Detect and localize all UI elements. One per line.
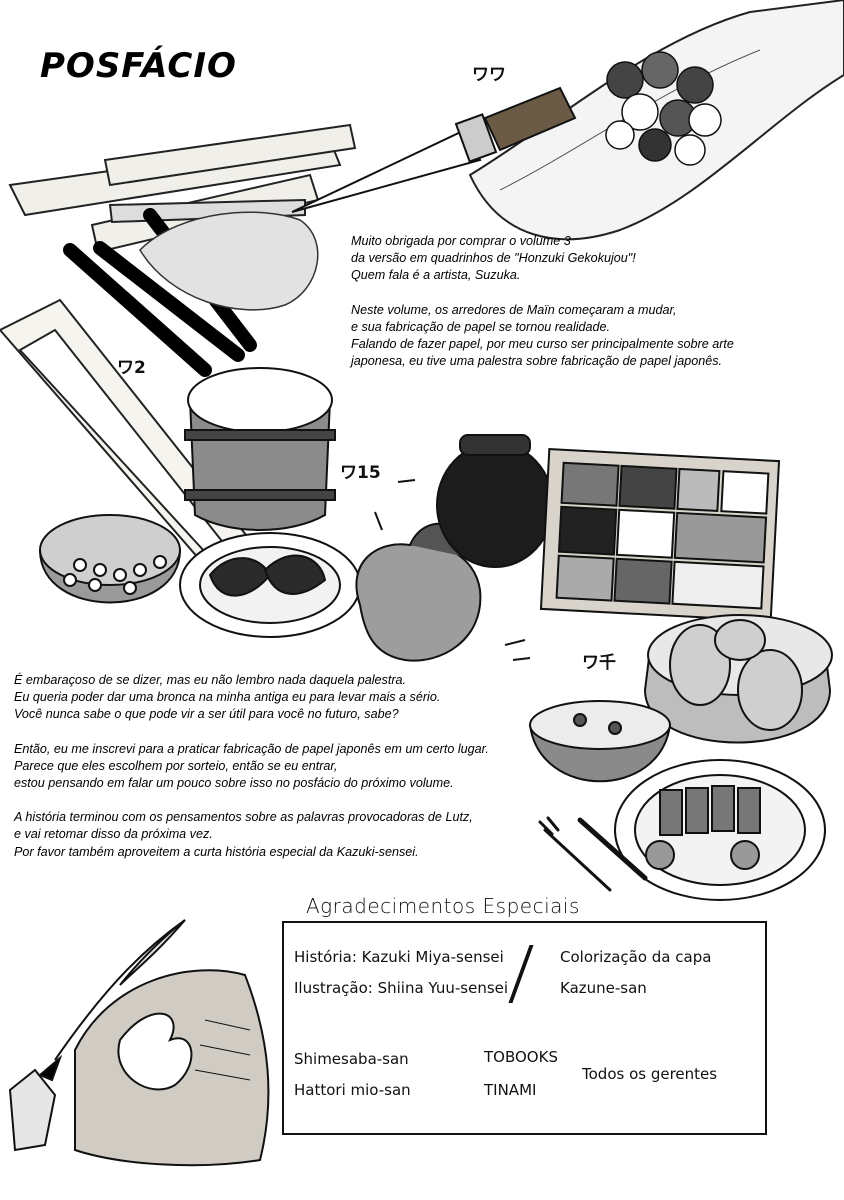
text-line: Então, eu me inscrevi para a praticar fa… [14,741,489,756]
dried-food-plate-illustration [179,532,361,638]
text-line: Você nunca sabe o que pode vir a ser úti… [14,707,399,722]
text-line: A história terminou com os pensamentos s… [14,810,473,825]
text-line: Parece que eles escolhem por sorteio, en… [14,758,338,773]
text-line: estou pensando em falar um pouco sobre i… [14,776,454,791]
intro-text: Muito obrigada por comprar o volume 3 da… [351,233,734,387]
text-line: e vai retomar disso da próxima vez. [14,827,213,842]
illustration-label: ワ2 [117,358,146,378]
credit-cover-color-label: Colorização da capa [560,948,712,966]
text-line: Por favor também aproveitem a curta hist… [14,844,419,859]
illustration-label: ワ千 [582,653,616,673]
special-thanks-heading: Agradecimentos Especiais [298,894,588,918]
page-title: POSFÁCIO [40,46,237,86]
bucket-illustration [184,367,336,531]
paragraph: Muito obrigada por comprar o volume 3 da… [351,233,734,285]
bread-basket-illustration [643,614,833,744]
nails-illustration [374,479,531,661]
credit-managers: Todos os gerentes [582,1065,718,1083]
credit-illustration: Ilustração: Shiina Yuu-sensei [294,979,509,997]
paragraph: É embaraçoso de se dizer, mas eu não lem… [14,672,489,724]
credit-story: História: Kazuki Miya-sensei [294,948,504,966]
bean-bowl-illustration [38,514,182,604]
credit-cover-color-name: Kazune-san [560,979,647,997]
middle-text: É embaraçoso de se dizer, mas eu não lem… [14,672,489,878]
illustration-label: ワワ [472,65,506,85]
credit-org: TOBOOKS [484,1048,558,1066]
wood-sticks-illustration [8,123,357,254]
hydrangea-illustration [605,51,722,166]
credit-name: Hattori mio-san [294,1081,411,1099]
text-line: É embaraçoso de se dizer, mas eu não lem… [14,673,407,687]
text-line: Eu queria poder dar uma bronca na minha … [14,690,441,705]
ink-jar-illustration [436,434,554,568]
text-line: Muito obrigada por comprar o volume 3 [351,234,571,248]
text-line: da versão em quadrinhos de "Honzuki Geko… [351,251,636,266]
text-line: Quem fala é a artista, Suzuka. [351,268,521,283]
credit-org: TINAMI [484,1081,537,1099]
illustration-label: ワ15 [340,463,381,483]
cutlery-illustration [538,816,648,892]
text-line: japonesa, eu tive uma palestra sobre fab… [351,354,723,369]
paper-sample-tray-illustration [539,448,781,622]
text-line: e sua fabricação de papel se tornou real… [351,319,611,334]
soup-bowl-illustration [528,700,672,783]
credit-name: Shimesaba-san [294,1050,409,1068]
text-line: Neste volume, os arredores de Maïn começ… [351,302,677,317]
pen-holder-illustration [8,1068,57,1152]
paragraph: Neste volume, os arredores de Maïn começ… [351,302,734,371]
quill-pen-illustration [38,919,186,1082]
burning-paper-illustration [74,969,270,1167]
meat-plate-illustration [614,759,826,901]
paper-pulp-illustration [139,211,319,311]
paragraph: A história terminou com os pensamentos s… [14,809,489,861]
paragraph: Então, eu me inscrevi para a praticar fa… [14,741,489,793]
knife-illustration [291,86,577,213]
text-line: Falando de fazer papel, por meu curso se… [351,337,734,352]
